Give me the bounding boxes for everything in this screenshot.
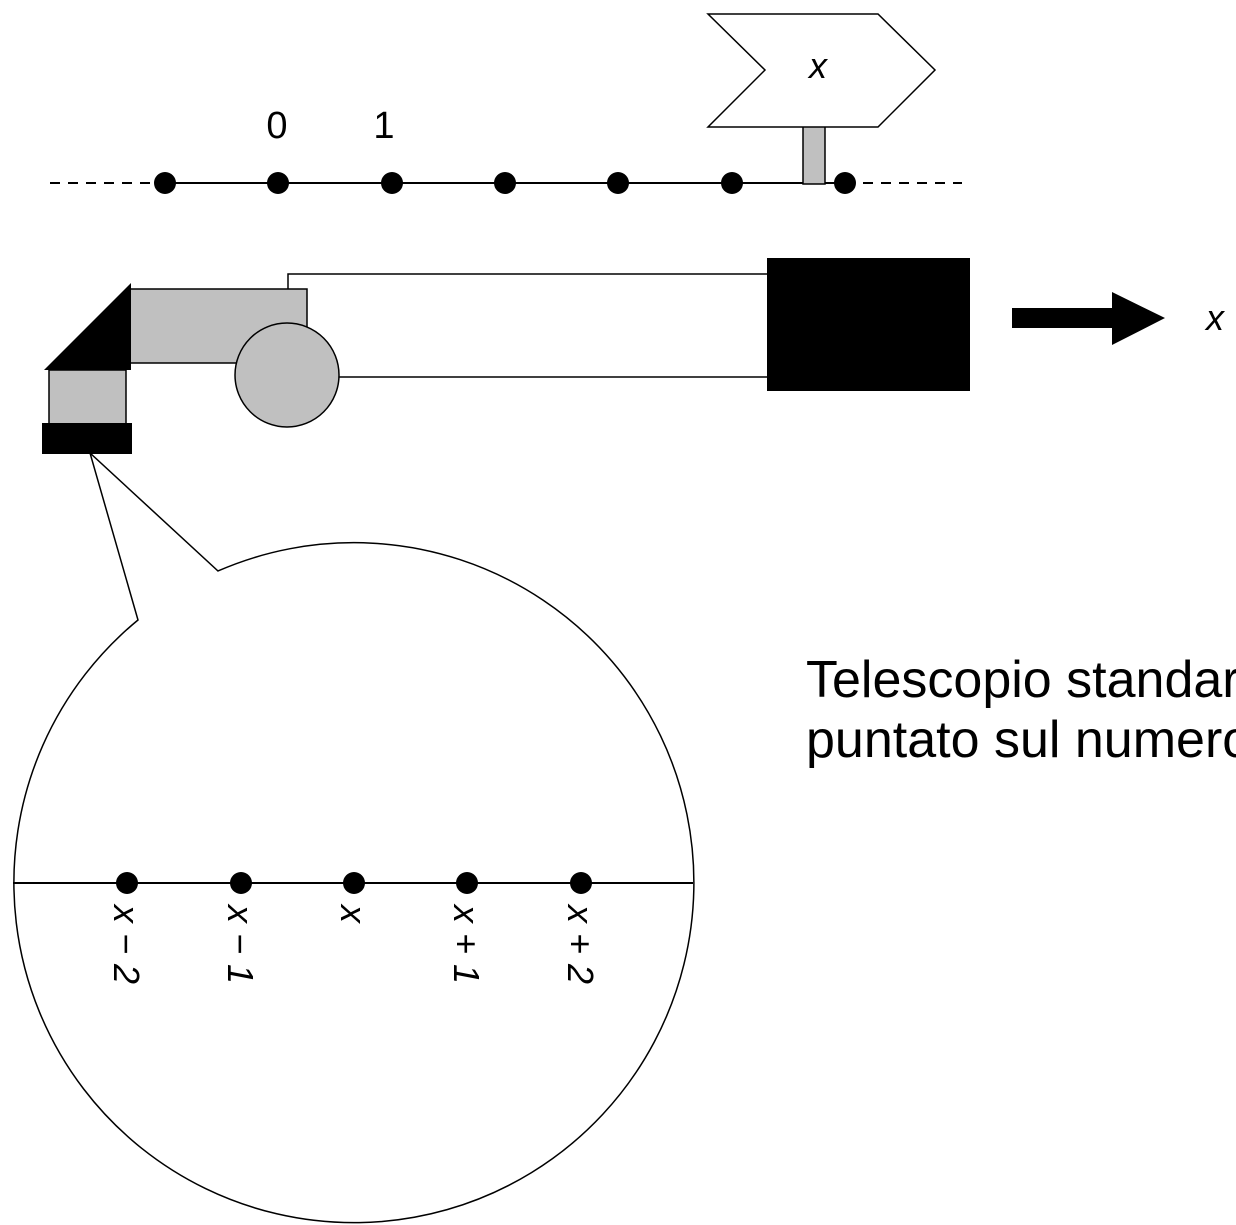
magnified-point-x-plus-2 xyxy=(570,872,592,894)
number-line-point xyxy=(154,172,176,194)
magnified-view: x − 2 x − 1 x x + 1 x + 2 xyxy=(13,450,695,1224)
telescope-eyepiece-tube xyxy=(48,369,127,425)
caption-line-2: puntato sul numero x xyxy=(806,711,1236,769)
signpost-post xyxy=(802,125,826,185)
number-line-point-zero xyxy=(267,172,289,194)
magnified-point-x-minus-2 xyxy=(116,872,138,894)
magnified-label-x-minus-1: x − 1 xyxy=(220,903,261,984)
magnified-view-bubble xyxy=(13,450,695,1224)
telescope-eyepiece xyxy=(42,423,132,454)
signpost: x xyxy=(706,13,937,185)
tick-label-zero: 0 xyxy=(266,105,287,147)
tick-label-one: 1 xyxy=(373,105,394,147)
magnified-point-x-minus-1 xyxy=(230,872,252,894)
number-line-point xyxy=(721,172,743,194)
signpost-label: x xyxy=(807,45,829,86)
direction-arrow: x xyxy=(1012,292,1226,345)
telescope xyxy=(42,258,970,454)
magnified-label-x: x xyxy=(333,903,374,925)
magnified-label-x-plus-2: x + 2 xyxy=(560,903,601,984)
telescope-diagonal-prism xyxy=(44,283,131,370)
magnified-label-x-plus-1: x + 1 xyxy=(446,903,487,984)
signpost-board xyxy=(706,13,937,128)
number-line-point-one xyxy=(381,172,403,194)
telescope-tube xyxy=(287,273,769,378)
telescope-objective xyxy=(767,258,970,391)
telescope-pivot-knob xyxy=(234,322,340,428)
number-line-point xyxy=(834,172,856,194)
magnified-point-x-plus-1 xyxy=(456,872,478,894)
direction-label: x xyxy=(1204,297,1226,338)
caption-line-1: Telescopio standard xyxy=(806,651,1236,709)
arrow-icon xyxy=(1012,292,1165,345)
magnified-point-x xyxy=(343,872,365,894)
number-line: 0 1 xyxy=(50,105,962,194)
magnified-label-x-minus-2: x − 2 xyxy=(106,903,147,984)
number-line-point xyxy=(607,172,629,194)
caption: Telescopio standard puntato sul numero x xyxy=(806,650,1236,770)
number-line-point xyxy=(494,172,516,194)
